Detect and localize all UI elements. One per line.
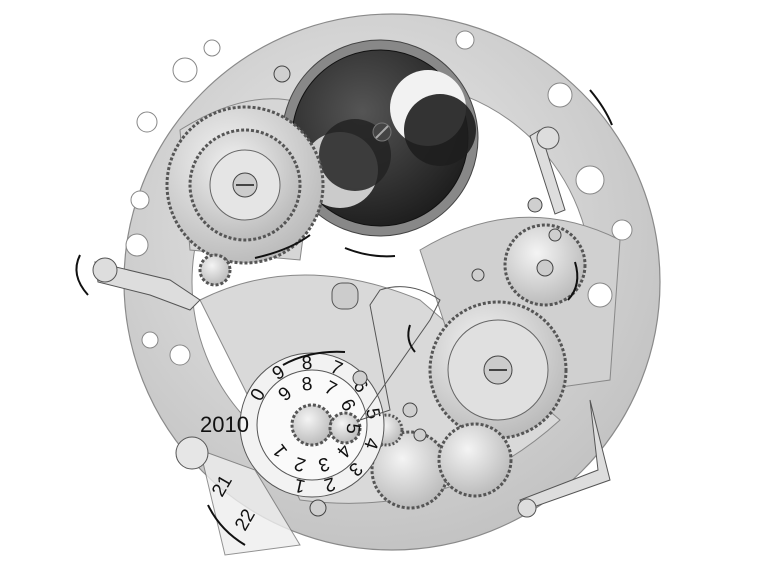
ring-digit: 8 (301, 353, 313, 375)
gear-bottom-pair (370, 413, 513, 510)
arrow-icon (567, 261, 579, 301)
gear-right (503, 223, 587, 307)
year-text: 2010 (200, 412, 249, 437)
gear-lower-right (428, 300, 568, 440)
moon-phase-dial (281, 39, 479, 237)
screws (273, 65, 562, 517)
gear-upper-left (165, 105, 325, 265)
arrow-icon (344, 247, 396, 258)
arrow-icon (282, 350, 346, 366)
levers (92, 126, 611, 518)
ring-digit: 1 (293, 474, 308, 497)
arrow-icon (254, 234, 311, 259)
ring-digit: 5 (341, 422, 363, 435)
arrow-icon (75, 254, 89, 296)
rim-holes (125, 30, 633, 366)
ring-digit: 8 (301, 374, 314, 396)
rotation-arrows (75, 89, 613, 546)
arrow-icon (589, 89, 613, 126)
arrow-icon (207, 504, 246, 546)
arrow-icon (407, 324, 416, 353)
